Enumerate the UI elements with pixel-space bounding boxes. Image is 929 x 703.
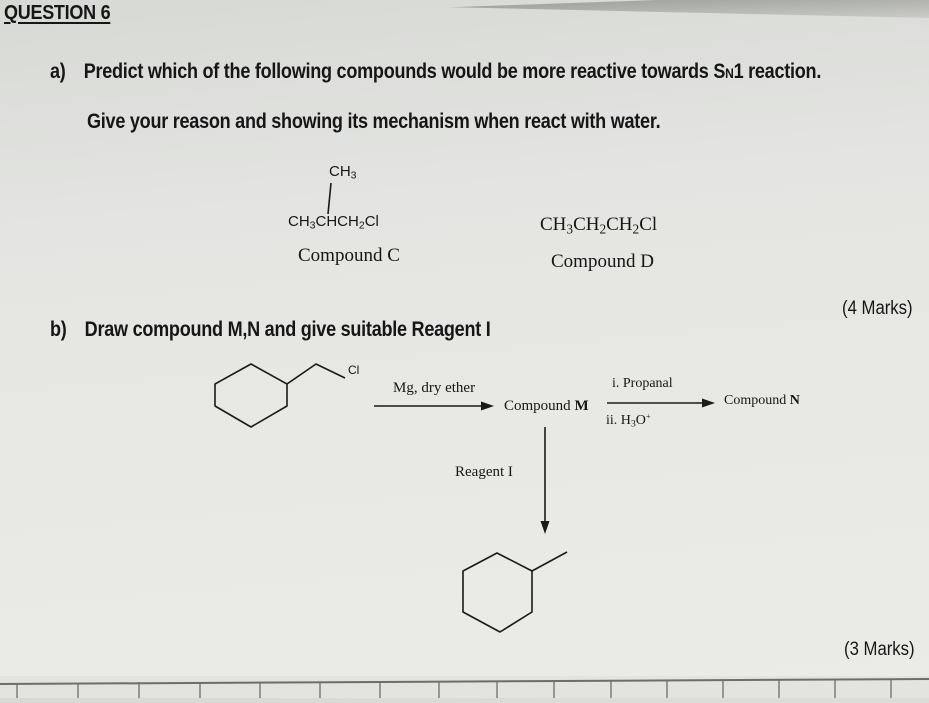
step1-reagent: Mg, dry ether	[393, 380, 476, 396]
paper-edge-shadow	[371, 0, 929, 18]
starting-side-chain	[286, 363, 346, 385]
compound-c-name: Compound C	[298, 245, 400, 266]
reagent-i-arrowhead	[540, 521, 550, 534]
part-a-label: a)	[50, 60, 66, 83]
part-a-marks: (4 Marks)	[842, 298, 913, 319]
step2-reagent-1: i. Propanal	[612, 376, 673, 391]
answer-table-edge	[0, 676, 929, 698]
reagent-i-label: Reagent I	[455, 464, 513, 480]
part-a-line-2: Give your reason and showing its mechani…	[87, 110, 661, 133]
part-a-question-text: Predict which of the following compounds…	[83, 60, 726, 83]
compound-d-formula: CH3CH2CH2Cl	[540, 214, 658, 237]
part-b-label: b)	[50, 318, 67, 341]
part-b-marks: (3 Marks)	[844, 639, 915, 660]
compound-m-label: Compound M	[504, 398, 589, 414]
part-b-line: b) Draw compound M,N and give suitable R…	[50, 318, 491, 341]
step2-arrowhead	[702, 398, 715, 408]
compound-n-label: Compound N	[724, 393, 800, 408]
product-cyclohexane-ring	[462, 552, 533, 633]
step1-arrowhead	[481, 401, 494, 411]
compound-c-formula: CH3CHCH2Cl	[288, 213, 379, 232]
question-title: QUESTION 6	[4, 2, 111, 24]
compound-d-name: Compound D	[551, 251, 654, 272]
compound-c-branch-bond	[327, 182, 332, 215]
part-a-line-1: a) Predict which of the following compou…	[50, 60, 821, 84]
compound-c-branch: CH3	[329, 163, 357, 182]
product-ethyl-bond	[531, 551, 568, 572]
starting-cyclohexane-ring	[214, 363, 288, 428]
starting-material-cl-label: Cl	[348, 363, 360, 377]
sn-subscript: N	[725, 65, 734, 81]
part-a-question-suffix: 1 reaction.	[733, 60, 822, 83]
step2-reagent-2: ii. H3O+	[606, 411, 651, 430]
